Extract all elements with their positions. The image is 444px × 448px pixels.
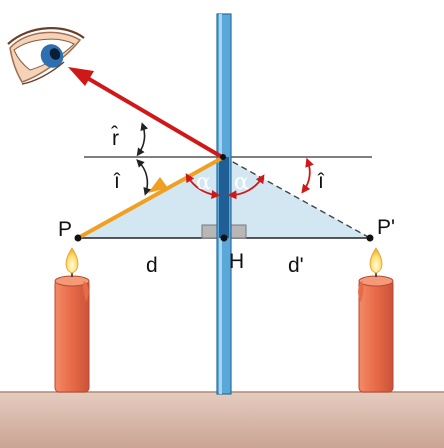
- label-dprime: d': [288, 254, 304, 277]
- label-alpha-right: α: [234, 170, 249, 195]
- label-pprime: P': [377, 216, 395, 239]
- candle-left: [54, 270, 90, 393]
- i-right-arc: [301, 157, 314, 194]
- point-pprime: [366, 234, 374, 242]
- label-h: H: [229, 250, 244, 273]
- label-i-angle: î: [113, 170, 121, 193]
- label-d: d: [146, 254, 158, 277]
- label-alpha-left: α: [196, 170, 211, 195]
- flame-icon: [369, 247, 383, 274]
- point-reflection: [220, 154, 226, 160]
- label-i-angle-right: î: [317, 170, 325, 193]
- mirror-dark-segment: [219, 157, 229, 238]
- flame-icon: [65, 247, 79, 274]
- reflected-ray-arrowhead: [68, 67, 94, 86]
- point-p: [74, 234, 82, 242]
- candle-right: [358, 270, 394, 393]
- eye-icon: [7, 27, 85, 85]
- virtual-ray-dashed: [223, 156, 371, 239]
- alpha-left-arc: [185, 173, 221, 199]
- reflected-ray: [82, 74, 224, 159]
- incident-ray-arrowhead: [148, 177, 168, 193]
- r-angle-arc: [136, 122, 149, 157]
- i-angle-arc: [136, 159, 152, 196]
- label-r-angle: r̂: [110, 126, 119, 150]
- point-h: [220, 234, 228, 242]
- alpha-right-arc: [227, 174, 265, 200]
- label-p: P: [58, 218, 72, 241]
- incident-ray: [77, 156, 223, 240]
- table-surface: [0, 392, 444, 448]
